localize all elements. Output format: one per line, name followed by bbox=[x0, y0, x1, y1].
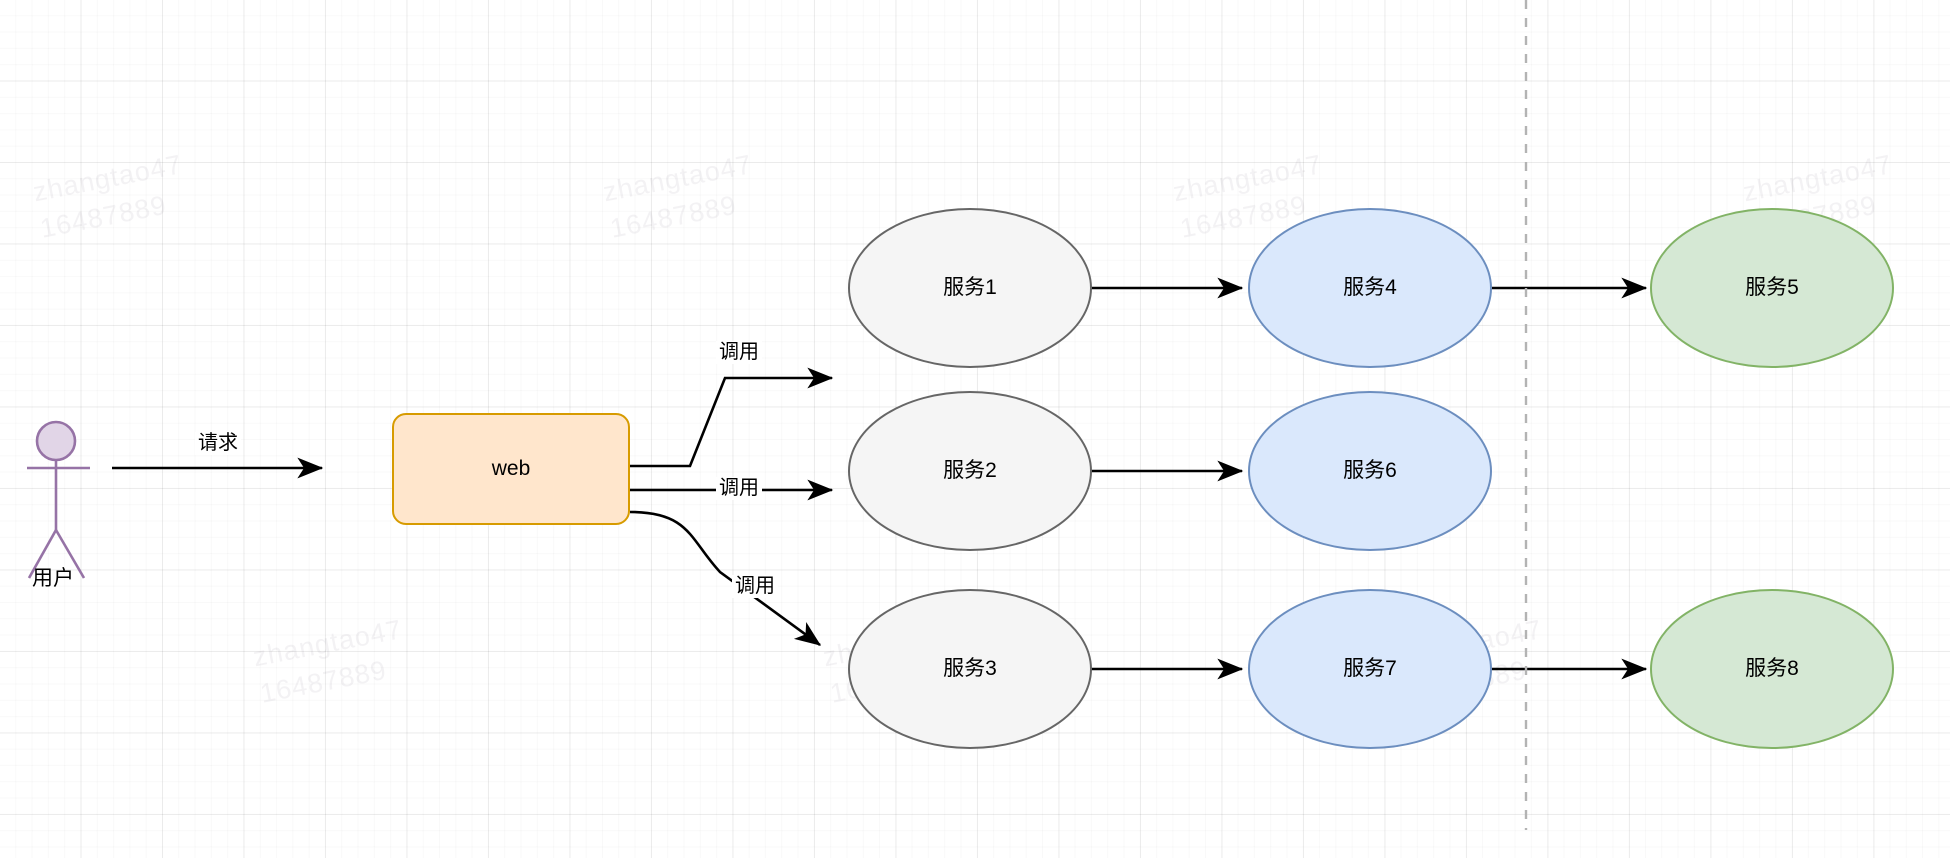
edge-web-to-service3 bbox=[629, 510, 822, 647]
node-service1-label: 服务1 bbox=[943, 276, 997, 300]
edge-label-invoke-2: 调用 bbox=[716, 477, 762, 500]
node-web[interactable]: web bbox=[392, 413, 630, 525]
node-service8[interactable]: 服务8 bbox=[1650, 589, 1894, 749]
node-service7[interactable]: 服务7 bbox=[1248, 589, 1492, 749]
node-service4[interactable]: 服务4 bbox=[1248, 208, 1492, 368]
node-service2-label: 服务2 bbox=[943, 459, 997, 483]
node-service7-label: 服务7 bbox=[1343, 657, 1397, 681]
user-actor-icon bbox=[27, 420, 90, 579]
node-service5-label: 服务5 bbox=[1745, 276, 1799, 300]
node-service6-label: 服务6 bbox=[1343, 459, 1397, 483]
node-service2[interactable]: 服务2 bbox=[848, 391, 1092, 551]
node-service3[interactable]: 服务3 bbox=[848, 589, 1092, 749]
edge-label-request: 请求 bbox=[195, 432, 241, 455]
user-actor-label: 用户 bbox=[32, 567, 74, 590]
edge-label-invoke-3: 调用 bbox=[732, 575, 778, 598]
node-service4-label: 服务4 bbox=[1343, 276, 1397, 300]
edge-label-invoke-1: 调用 bbox=[716, 341, 762, 364]
node-service1[interactable]: 服务1 bbox=[848, 208, 1092, 368]
node-web-label: web bbox=[491, 457, 531, 481]
watermark-text: zhangtao47 16487889 bbox=[600, 149, 755, 244]
edge-web-to-service1 bbox=[630, 367, 834, 468]
node-service8-label: 服务8 bbox=[1745, 657, 1799, 681]
watermark-text: zhangtao47 16487889 bbox=[250, 614, 405, 709]
watermark-text: zhangtao47 16487889 bbox=[30, 149, 185, 244]
node-service3-label: 服务3 bbox=[943, 657, 997, 681]
node-service5[interactable]: 服务5 bbox=[1650, 208, 1894, 368]
node-service6[interactable]: 服务6 bbox=[1248, 391, 1492, 551]
